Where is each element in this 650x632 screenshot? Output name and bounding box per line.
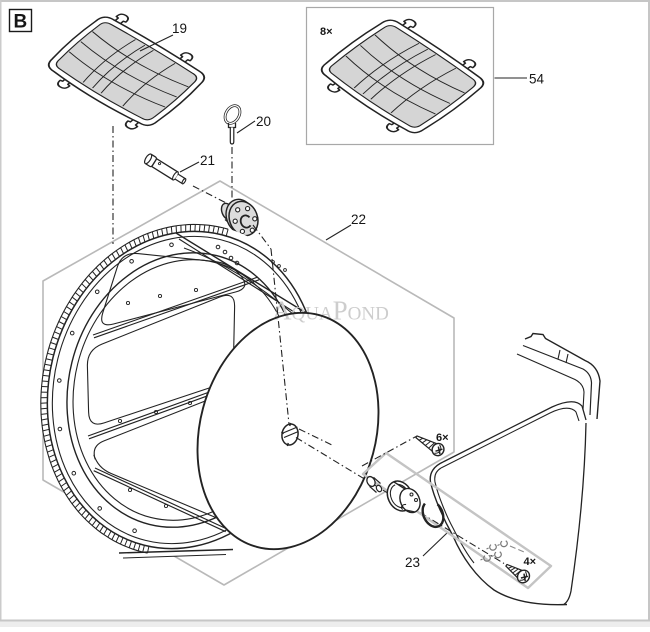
svg-text:4×: 4× <box>524 556 537 568</box>
svg-text:20: 20 <box>256 114 271 129</box>
svg-text:8×: 8× <box>320 26 333 38</box>
svg-text:22: 22 <box>351 212 366 227</box>
svg-text:6×: 6× <box>436 432 449 444</box>
svg-text:B: B <box>14 12 28 33</box>
svg-text:AquaPond: AquaPond <box>272 296 389 326</box>
svg-text:19: 19 <box>172 21 187 36</box>
svg-text:54: 54 <box>529 72 545 87</box>
svg-text:21: 21 <box>200 153 215 168</box>
svg-text:23: 23 <box>405 555 420 570</box>
